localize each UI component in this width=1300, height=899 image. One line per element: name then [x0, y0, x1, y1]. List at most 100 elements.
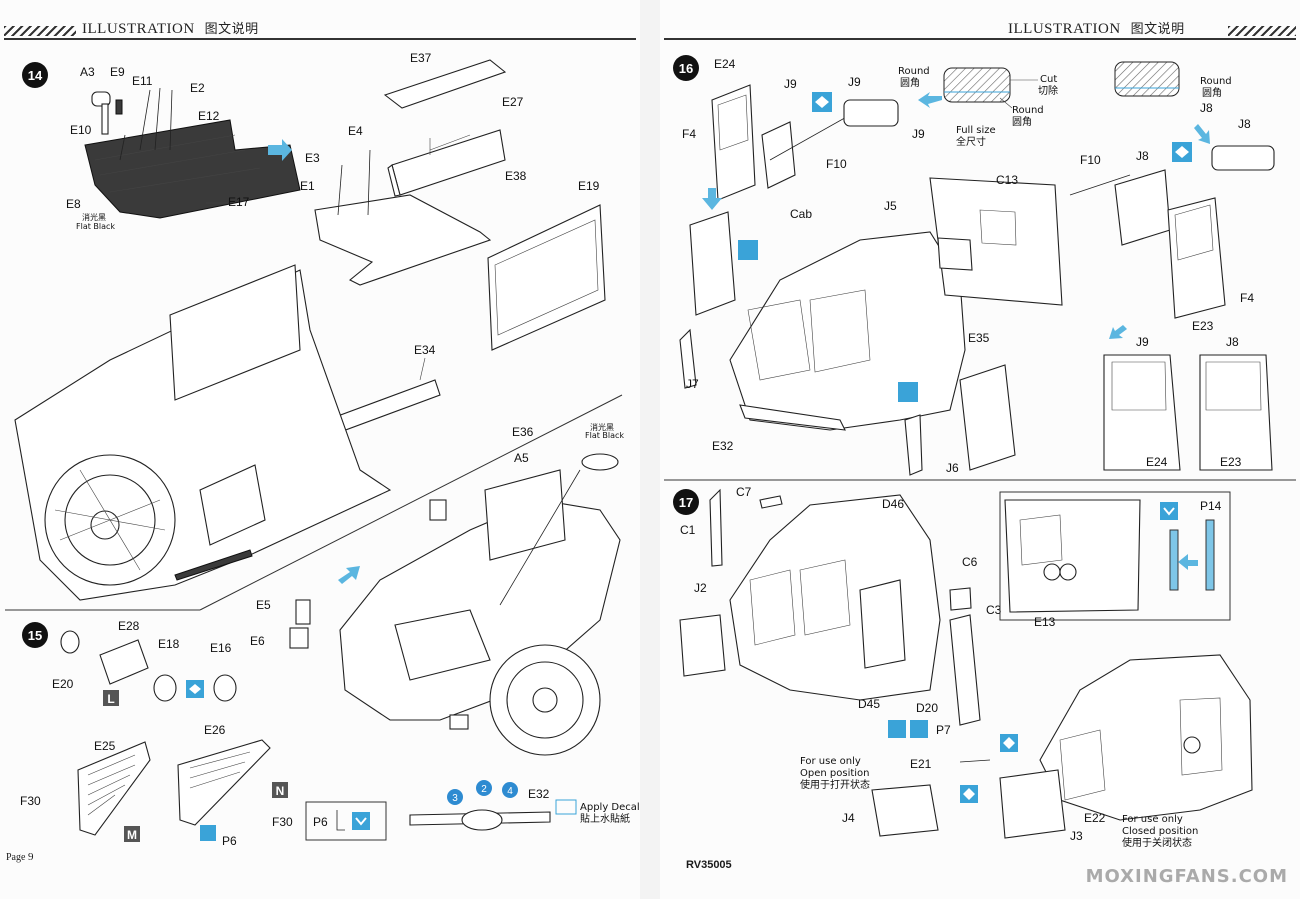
step-16-number: 16 [679, 61, 693, 76]
label-e13: E13 [1034, 615, 1056, 629]
footer-page-word: Page [6, 852, 26, 863]
label-e38: E38 [505, 169, 527, 183]
label-d46: D46 [882, 497, 904, 511]
label-e34: E34 [414, 343, 436, 357]
photo-etch-icon-r [888, 720, 906, 738]
label-e23-b: E23 [1220, 455, 1242, 469]
label-f4-a: F4 [682, 127, 696, 141]
windshield-j4 [871, 784, 939, 837]
label-j5: J5 [884, 199, 897, 213]
label-e26: E26 [204, 723, 226, 737]
seat-box-e38 [383, 59, 507, 197]
label-e22: E22 [1084, 811, 1106, 825]
door-variant-j8 [1199, 354, 1273, 471]
part-e5 [295, 599, 311, 625]
label-e18: E18 [158, 637, 180, 651]
label-e10: E10 [70, 123, 92, 137]
label-e19: E19 [578, 179, 600, 193]
door-variant-j9 [1103, 354, 1181, 471]
header-title-en-r: ILLUSTRATION [1008, 21, 1121, 37]
label-f10-a: F10 [826, 157, 847, 171]
label-d45: D45 [858, 697, 880, 711]
part-j7 [679, 328, 697, 389]
label-e32-r: E32 [712, 439, 734, 453]
label-e17: E17 [228, 195, 250, 209]
glass-j8 [1211, 145, 1275, 171]
closed-en1: For use only [1122, 814, 1183, 825]
label-e37: E37 [410, 51, 432, 65]
right-illustrations: 16 E24 J9 F4 F10 J9 Round 圆角 Cut 切除 Roun… [664, 55, 1296, 849]
arrow-left-icon [918, 92, 942, 108]
p6-callout [305, 801, 387, 841]
label-f30-b: F30 [272, 815, 293, 829]
cut-cn: 切除 [1038, 84, 1058, 97]
round2-en: Round [1012, 105, 1044, 116]
label-e2: E2 [190, 81, 205, 95]
cut-glass [943, 67, 1011, 103]
label-f4-b: F4 [1240, 291, 1254, 305]
label-e12: E12 [198, 109, 220, 123]
label-c3: C3 [986, 603, 1002, 617]
flat-black-en: Flat Black [76, 222, 115, 231]
label-e3: E3 [305, 151, 320, 165]
left-illustrations: 14 A3 E9 E11 E2 E12 E10 E8 E17 消光黑 Flat … [5, 51, 640, 848]
header-rule [4, 38, 636, 40]
badge-n-text: N [276, 784, 285, 798]
label-j9-c: J9 [912, 127, 925, 141]
header-title-en: ILLUSTRATION [82, 21, 195, 37]
label-f10-b: F10 [1080, 153, 1101, 167]
open-cn: 使用于打开状态 [800, 778, 870, 791]
glass-j8-c [1114, 169, 1171, 246]
full-size-cn: 全尺寸 [956, 135, 986, 148]
step-17-number: 17 [679, 495, 693, 510]
label-j8-b: J8 [1238, 117, 1251, 131]
label-e25: E25 [94, 739, 116, 753]
photo-etch-icon-r2 [1160, 502, 1178, 520]
label-j6: J6 [946, 461, 959, 475]
part-j6 [904, 414, 923, 476]
badge-n [272, 782, 288, 798]
label-e4: E4 [348, 124, 363, 138]
label-j8-d: J8 [1226, 335, 1239, 349]
round-cn: 圆角 [900, 77, 920, 89]
label-a3: A3 [80, 65, 95, 79]
product-code: RV35005 [686, 859, 732, 871]
step-15-number: 15 [28, 628, 42, 643]
step-16-badge [673, 55, 699, 81]
label-c13: C13 [996, 173, 1018, 187]
label-a5: A5 [514, 451, 529, 465]
full-size-en: Full size [956, 125, 996, 136]
header-title-cn: 图文说明 [204, 22, 259, 37]
header-rule-r [664, 38, 1296, 40]
label-d20: D20 [916, 701, 938, 715]
label-e24-b: E24 [1146, 455, 1168, 469]
muffler-assembly [60, 630, 237, 702]
part-c1 [709, 488, 723, 567]
label-p6-a: P6 [222, 834, 237, 848]
chassis-front [339, 453, 621, 756]
cut-glass-2 [1114, 61, 1180, 97]
flat-black-cn: 消光黑 [82, 212, 106, 222]
arrow-down-left-icon [1109, 325, 1127, 339]
round2-cn: 圆角 [1012, 116, 1032, 128]
cab-body [679, 177, 1063, 476]
label-c1: C1 [680, 523, 696, 537]
cab-assembled [679, 488, 981, 726]
step-17-badge [673, 489, 699, 515]
label-cab: Cab [790, 207, 812, 221]
watermark: MOXINGFANS.COM [1085, 866, 1288, 887]
step-14-badge [22, 62, 48, 88]
label-c6: C6 [962, 555, 978, 569]
label-e6: E6 [250, 634, 265, 648]
panel-e19 [487, 204, 606, 351]
label-e11: E11 [132, 74, 153, 88]
label-e36: E36 [512, 425, 534, 439]
round3-cn: 圆角 [1202, 87, 1222, 99]
closed-en2: Closed position [1122, 826, 1198, 837]
label-e8: E8 [66, 197, 81, 211]
round3-en: Round [1200, 76, 1232, 87]
label-e35: E35 [968, 331, 990, 345]
part-c6 [949, 587, 972, 611]
round-en: Round [898, 66, 930, 77]
